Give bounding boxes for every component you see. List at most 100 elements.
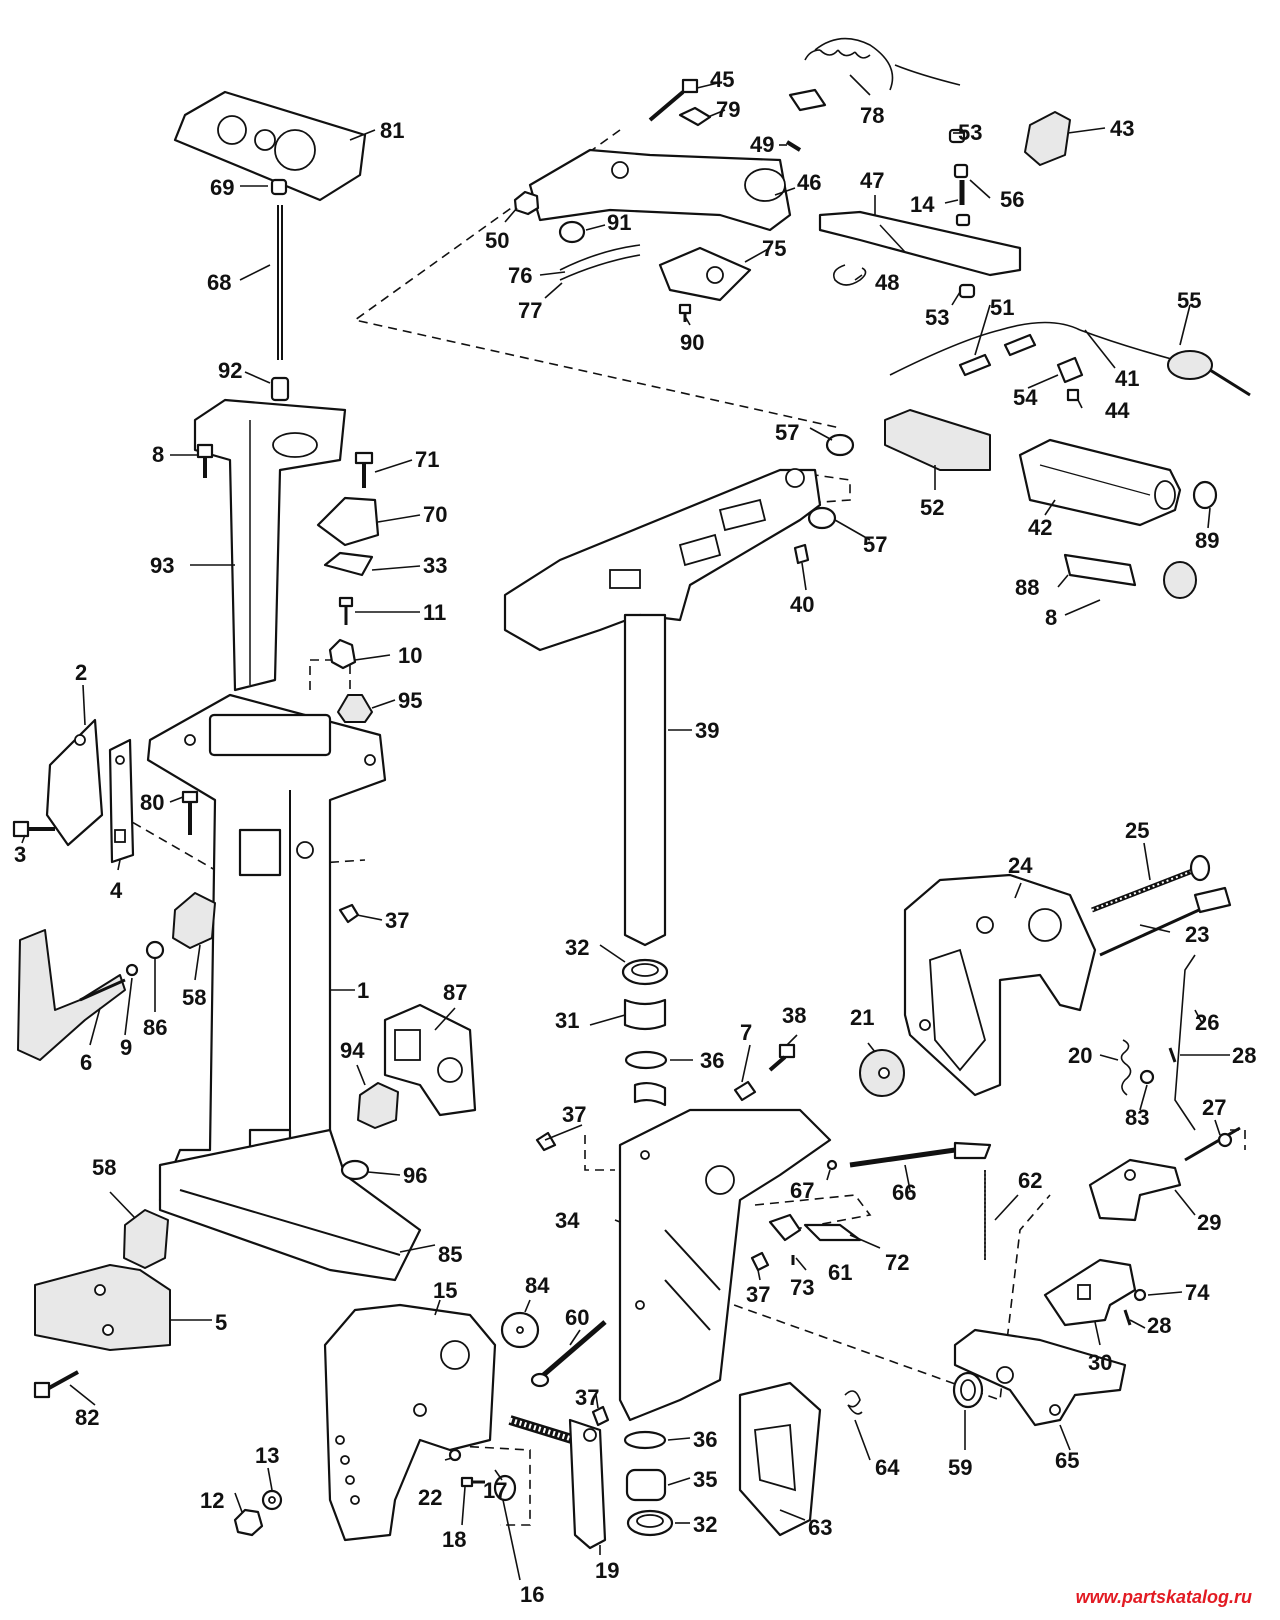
part-33-gasket <box>323 551 374 577</box>
part-74-washer <box>1133 1288 1147 1302</box>
callout-6: 6 <box>80 1050 92 1075</box>
part-65-tilt-support <box>953 1328 1127 1427</box>
part-79-nut <box>678 106 712 127</box>
part-85-anti-cavitation-plate <box>158 1128 422 1282</box>
part-60-pivot-bolt <box>530 1320 607 1388</box>
callout-61: 61 <box>828 1260 852 1285</box>
callout-62: 62 <box>1018 1168 1042 1193</box>
callout-14: 14 <box>910 192 935 217</box>
callout-26: 26 <box>1195 1010 1219 1035</box>
callout-66: 66 <box>892 1180 916 1205</box>
callout-80: 80 <box>140 790 164 815</box>
callout-74: 74 <box>1185 1280 1210 1305</box>
callout-59: 59 <box>948 1455 972 1480</box>
callout-16: 16 <box>520 1582 544 1607</box>
part-13-washer <box>261 1489 283 1511</box>
callout-31: 31 <box>555 1008 579 1033</box>
callout-96: 96 <box>403 1163 427 1188</box>
callout-3: 3 <box>14 842 26 867</box>
part-67-pin <box>826 1159 838 1171</box>
part-15-clamp-bracket <box>323 1303 497 1542</box>
callout-30: 30 <box>1088 1350 1112 1375</box>
callout-76: 76 <box>508 263 532 288</box>
callout-8b: 8 <box>1045 605 1057 630</box>
callout-34: 34 <box>555 1208 580 1233</box>
part-40-fitting <box>793 543 810 565</box>
part-19-clamp-handle <box>568 1418 607 1550</box>
callout-5: 5 <box>215 1310 227 1335</box>
callout-44: 44 <box>1105 398 1130 423</box>
callout-95: 95 <box>398 688 422 713</box>
callout-89: 89 <box>1195 528 1219 553</box>
part-32-lower-seal <box>626 1509 674 1537</box>
part-94-pad <box>357 1082 399 1129</box>
part-7-38-screws <box>733 1043 796 1102</box>
callout-9: 9 <box>120 1035 132 1060</box>
leader-lines <box>21 74 1230 1581</box>
part-25-tilt-bolt <box>1091 854 1211 913</box>
callout-42: 42 <box>1028 515 1052 540</box>
part-37-screws-center <box>535 1131 770 1427</box>
callout-7: 7 <box>740 1020 752 1045</box>
callout-20: 20 <box>1068 1043 1092 1068</box>
callout-8: 8 <box>152 442 164 467</box>
part-96-grommet <box>340 1159 370 1181</box>
part-45-screw <box>648 78 699 122</box>
callout-25: 25 <box>1125 818 1149 843</box>
callout-81: 81 <box>380 118 404 143</box>
part-81-gasket <box>173 90 367 202</box>
part-34-swivel-bracket <box>618 1108 832 1422</box>
part-5-cover <box>34 1264 171 1351</box>
part-59-spring <box>952 1371 984 1409</box>
part-2-cover <box>45 718 104 847</box>
callout-68: 68 <box>207 270 231 295</box>
part-76-77-wires <box>559 244 641 281</box>
callout-64: 64 <box>875 1455 900 1480</box>
part-28-pin <box>1123 1047 1177 1326</box>
part-89-cap <box>1192 480 1218 510</box>
callout-94: 94 <box>340 1038 365 1063</box>
callout-37d: 37 <box>575 1385 599 1410</box>
callout-13: 13 <box>255 1443 279 1468</box>
callout-67: 67 <box>790 1178 814 1203</box>
part-58-pad <box>172 892 216 949</box>
callout-33: 33 <box>423 553 447 578</box>
callout-21: 21 <box>850 1005 874 1030</box>
callout-63: 63 <box>808 1515 832 1540</box>
callout-41: 41 <box>1115 366 1139 391</box>
part-9-o-ring <box>125 963 139 977</box>
part-53-detent <box>948 128 976 299</box>
callout-23: 23 <box>1185 922 1209 947</box>
callout-35: 35 <box>693 1467 717 1492</box>
callout-53: 53 <box>958 120 982 145</box>
part-80-screw <box>181 790 199 835</box>
callout-58: 58 <box>182 985 206 1010</box>
part-86-clip <box>145 940 165 960</box>
part-44-screw <box>1066 388 1080 402</box>
part-93-exhaust-housing <box>193 398 347 692</box>
callout-82: 82 <box>75 1405 99 1430</box>
callout-51: 51 <box>990 295 1014 320</box>
part-48-spring <box>832 264 867 286</box>
callout-17: 17 <box>483 1478 507 1503</box>
part-63-tilt-lever <box>738 1381 822 1537</box>
part-66-rod <box>849 1141 992 1168</box>
part-24-stern-bracket <box>903 873 1097 1097</box>
part-91-grommet <box>558 220 586 244</box>
part-10-nut <box>328 638 357 670</box>
callout-90: 90 <box>680 330 704 355</box>
part-3-screw <box>12 820 55 838</box>
callout-24: 24 <box>1008 853 1033 878</box>
callout-45: 45 <box>710 67 734 92</box>
part-22-screw <box>448 1448 462 1462</box>
part-75-switch <box>658 246 752 302</box>
callout-27: 27 <box>1202 1095 1226 1120</box>
callout-28b: 28 <box>1147 1313 1171 1338</box>
callout-65: 65 <box>1055 1448 1079 1473</box>
callout-72: 72 <box>885 1250 909 1275</box>
part-47-throttle-shaft <box>818 210 1022 277</box>
part-46-steering-arm <box>528 148 792 232</box>
part-42-throttle-grip <box>1018 438 1182 527</box>
callout-77: 77 <box>518 298 542 323</box>
callout-22: 22 <box>418 1485 442 1510</box>
